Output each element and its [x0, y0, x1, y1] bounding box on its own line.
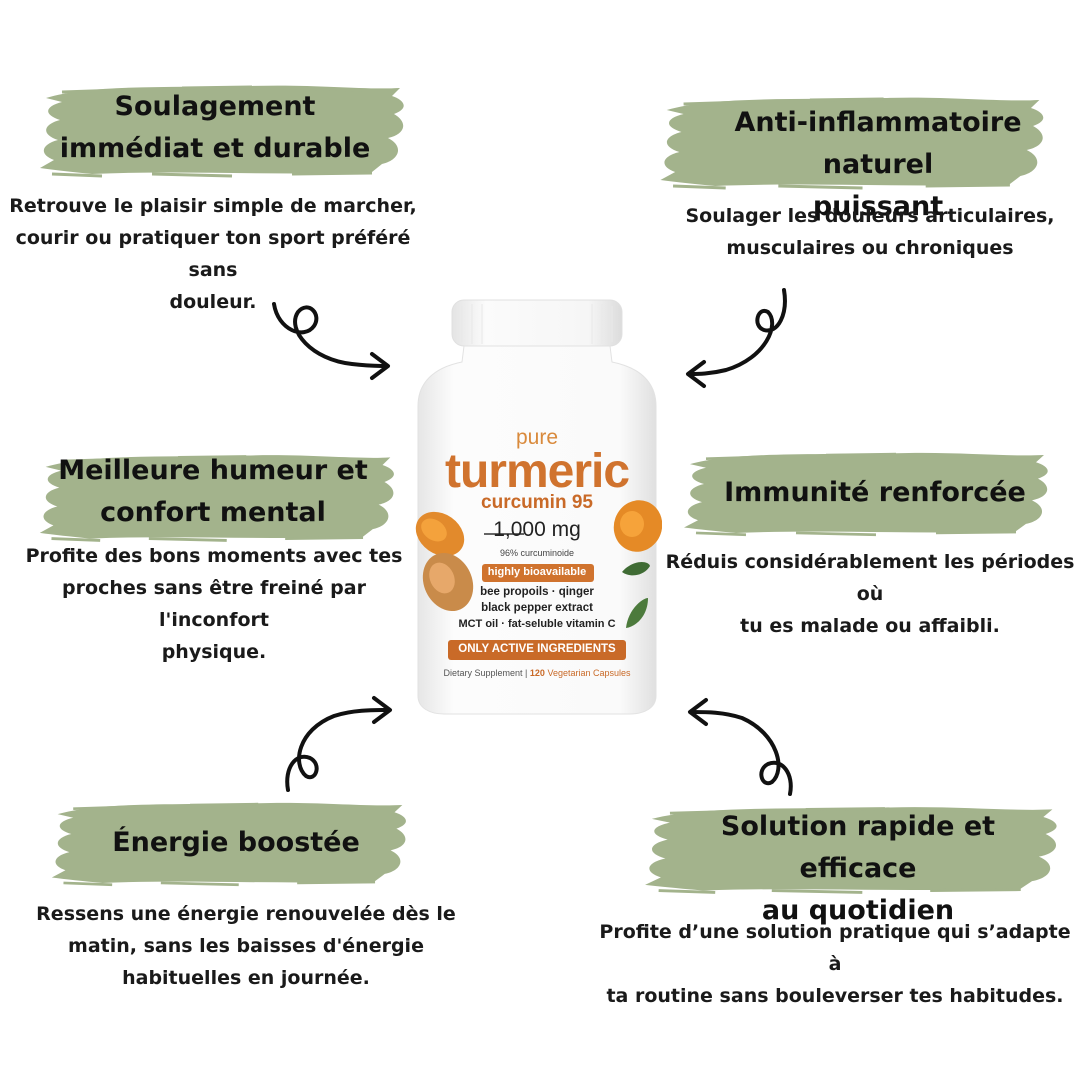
benefit-title-line: Solution rapide et efficace — [720, 811, 996, 884]
loop-arrow-icon — [686, 288, 787, 388]
benefit-description-line: Ressens une énergie renouvelée dès le — [36, 903, 456, 925]
loop-arrow-icon — [688, 698, 793, 796]
leaf-icon — [622, 562, 650, 628]
product-bottle: pure turmeric curcumin 95 1,000 mg 96% c… — [412, 298, 662, 716]
benefit-title: Soulagement immédiat et durable — [30, 86, 400, 170]
ingredients-line: black pepper extract — [481, 602, 593, 614]
benefit-description-line: matin, sans les baisses d'énergie — [68, 935, 424, 957]
benefit-description-line: douleur. — [169, 291, 257, 313]
footer-supplement: Dietary Supplement | — [443, 668, 528, 678]
benefit-description-line: ta routine sans bouleverser tes habitude… — [606, 985, 1064, 1007]
footer-count: 120 — [529, 668, 545, 678]
benefit-title-line: puissant — [812, 191, 944, 222]
product-name: turmeric — [444, 445, 630, 498]
benefit-description-line: physique. — [161, 641, 267, 663]
benefit-description-line: Soulager les douleurs articulaires, — [685, 205, 1055, 227]
benefit-title: Anti-inflammatoire naturel puissant — [690, 102, 1066, 228]
benefit-description: Ressens une énergie renouvelée dès le ma… — [36, 898, 456, 994]
benefit-description-line: Profite des bons moments avec tes — [25, 545, 403, 567]
benefit-title-line: Meilleure humeur et — [58, 455, 368, 486]
ingredients-line: bee propoils · qinger — [480, 586, 594, 598]
benefit-title-line: Anti-inflammatoire naturel — [734, 107, 1022, 180]
benefit-description-line: tu es malade ou affaibli. — [740, 615, 1000, 637]
bottle-body — [415, 299, 662, 715]
footer-capsules: Vegetarian Capsules — [547, 668, 631, 678]
curcuminoide-text: 96% curcuminoide — [499, 548, 575, 558]
benefit-title-line: Soulagement — [114, 91, 316, 122]
benefit-description: Profite des bons moments avec tes proche… — [4, 540, 424, 668]
loop-arrow-icon — [285, 696, 392, 792]
benefit-description: Profite d’une solution pratique qui s’ad… — [590, 916, 1080, 1012]
benefit-title-line: Énergie boostée — [112, 827, 360, 858]
dose-value: 1,000 — [493, 518, 546, 541]
ingredients-line: MCT oil · fat-seluble vitamin C — [458, 618, 616, 630]
benefit-title: Solution rapide et efficace au quotidien — [660, 806, 1056, 932]
benefit-title: Immunité renforcée — [690, 472, 1060, 514]
benefit-description: Réduis considérablement les périodes où … — [660, 546, 1080, 642]
benefit-title-line: immédiat et durable — [59, 133, 371, 164]
turmeric-root-icon — [415, 500, 662, 612]
benefit-title-line: au quotidien — [761, 895, 955, 926]
active-ingredients-banner: ONLY ACTIVE INGREDIENTS — [458, 643, 616, 655]
benefit-description-line: musculaires ou chroniques — [726, 237, 1014, 259]
benefit-title: Énergie boostée — [48, 822, 424, 864]
benefit-description-line: Retrouve le plaisir simple de marcher, — [9, 195, 417, 217]
product-variant: curcumin 95 — [481, 492, 593, 513]
benefit-title-line: confort mental — [100, 497, 326, 528]
benefit-description-line: habituelles en journée. — [122, 967, 370, 989]
dose: 1,000 mg — [412, 518, 662, 542]
benefit-description-line: proches sans être freiné par l'inconfort — [62, 577, 366, 631]
bottle-footer: Dietary Supplement | 120 Vegetarian Caps… — [412, 668, 662, 678]
benefit-description-line: Profite d’une solution pratique qui s’ad… — [599, 921, 1071, 975]
benefit-title: Meilleure humeur et confort mental — [30, 450, 396, 534]
bioavailable-badge: highly bioavailable — [487, 566, 587, 578]
benefit-description: Retrouve le plaisir simple de marcher, c… — [0, 190, 426, 318]
benefit-description-line: Réduis considérablement les périodes où — [665, 551, 1075, 605]
dose-unit: mg — [551, 518, 581, 541]
loop-arrow-icon — [272, 302, 390, 380]
benefit-title-line: Immunité renforcée — [724, 477, 1026, 508]
brand-pure: pure — [515, 426, 559, 449]
benefit-description: Soulager les douleurs articulaires, musc… — [660, 200, 1080, 264]
benefit-description-line: courir ou pratiquer ton sport préféré sa… — [15, 227, 411, 281]
